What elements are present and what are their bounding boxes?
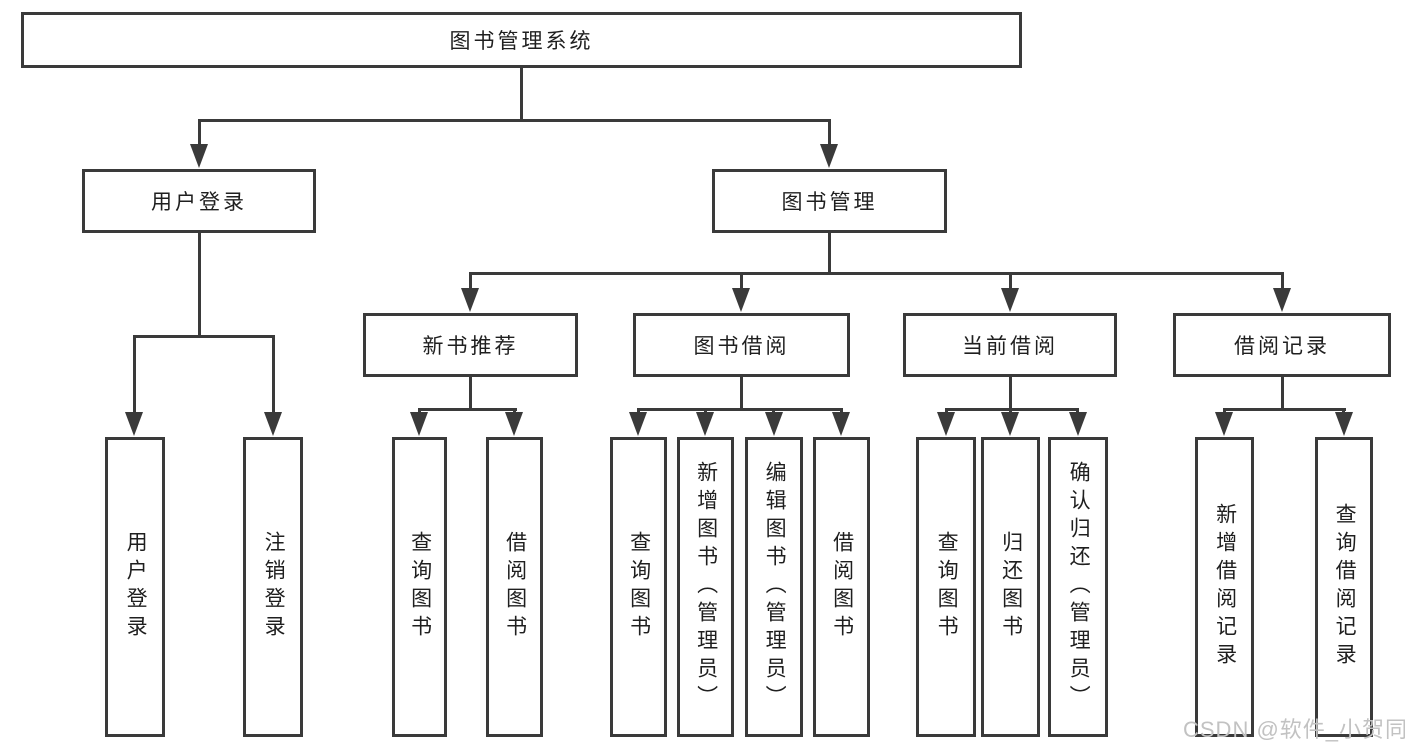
leaf-borrowing-query-books-label: 查询图书 [627,531,651,643]
csdn-watermark: CSDN @软件_小贺同学 [1183,717,1405,742]
arrowhead-icon [505,412,523,436]
node-borrowing-records: 借阅记录 [1173,313,1391,377]
connector-line [272,335,275,413]
connector-line [469,272,1283,275]
connector-line [1009,377,1012,410]
arrowhead-icon [820,144,838,168]
node-current-borrowing: 当前借阅 [903,313,1117,377]
arrowhead-icon [461,288,479,312]
leaf-current-return-books: 归还图书 [981,437,1040,737]
leaf-records-add-record-label: 新增借阅记录 [1213,503,1237,671]
arrowhead-icon [125,412,143,436]
connector-line [198,119,201,151]
leaf-recommend-query-books-label: 查询图书 [408,531,432,643]
leaf-records-add-record: 新增借阅记录 [1195,437,1254,737]
node-user-login: 用户登录 [82,169,316,233]
connector-line [133,335,136,413]
arrowhead-icon [696,412,714,436]
connector-line [828,119,831,151]
arrowhead-icon [1001,288,1019,312]
leaf-borrowing-borrow-books-label: 借阅图书 [830,531,854,643]
leaf-current-query-books: 查询图书 [916,437,976,737]
arrowhead-icon [410,412,428,436]
leaf-current-confirm-return: 确认归还（管理员） [1048,437,1108,737]
leaf-current-query-books-label: 查询图书 [935,531,959,643]
leaf-user-login: 用户登录 [105,437,165,737]
leaf-records-query-record-label: 查询借阅记录 [1333,503,1357,671]
arrowhead-icon [732,288,750,312]
arrowhead-icon [629,412,647,436]
connector-line [1223,408,1346,411]
arrowhead-icon [190,144,208,168]
leaf-logout-label: 注销登录 [262,531,286,643]
leaf-borrowing-add-books-label: 新增图书（管理员） [694,461,718,713]
arrowhead-icon [264,412,282,436]
connector-line [198,119,831,122]
arrowhead-icon [1001,412,1019,436]
connector-line [469,377,472,410]
node-root: 图书管理系统 [21,12,1022,68]
leaf-borrowing-query-books: 查询图书 [610,437,667,737]
leaf-current-confirm-return-label: 确认归还（管理员） [1067,461,1091,713]
node-book-borrowing: 图书借阅 [633,313,850,377]
leaf-recommend-borrow-books: 借阅图书 [486,437,543,737]
connector-line [520,68,523,121]
arrowhead-icon [832,412,850,436]
leaf-user-login-label: 用户登录 [124,531,148,643]
connector-line [740,272,743,290]
leaf-recommend-borrow-books-label: 借阅图书 [503,531,527,643]
arrowhead-icon [937,412,955,436]
arrowhead-icon [765,412,783,436]
connector-line [418,408,517,411]
leaf-borrowing-borrow-books: 借阅图书 [813,437,870,737]
connector-line [828,233,831,274]
connector-line [1009,272,1012,290]
leaf-logout: 注销登录 [243,437,303,737]
connector-line [469,272,472,290]
connector-line [945,408,1079,411]
leaf-borrowing-add-books: 新增图书（管理员） [677,437,734,737]
arrowhead-icon [1215,412,1233,436]
leaf-records-query-record: 查询借阅记录 [1315,437,1373,737]
connector-line [637,408,843,411]
leaf-current-return-books-label: 归还图书 [999,531,1023,643]
connector-line [198,233,201,337]
connector-line [1281,377,1284,410]
leaf-borrowing-edit-books: 编辑图书（管理员） [745,437,803,737]
node-book-management: 图书管理 [712,169,947,233]
leaf-recommend-query-books: 查询图书 [392,437,447,737]
connector-line [133,335,275,338]
arrowhead-icon [1069,412,1087,436]
arrowhead-icon [1273,288,1291,312]
node-new-book-recommend: 新书推荐 [363,313,578,377]
connector-line [1281,272,1284,290]
leaf-borrowing-edit-books-label: 编辑图书（管理员） [763,461,787,713]
arrowhead-icon [1335,412,1353,436]
connector-line [740,377,743,410]
